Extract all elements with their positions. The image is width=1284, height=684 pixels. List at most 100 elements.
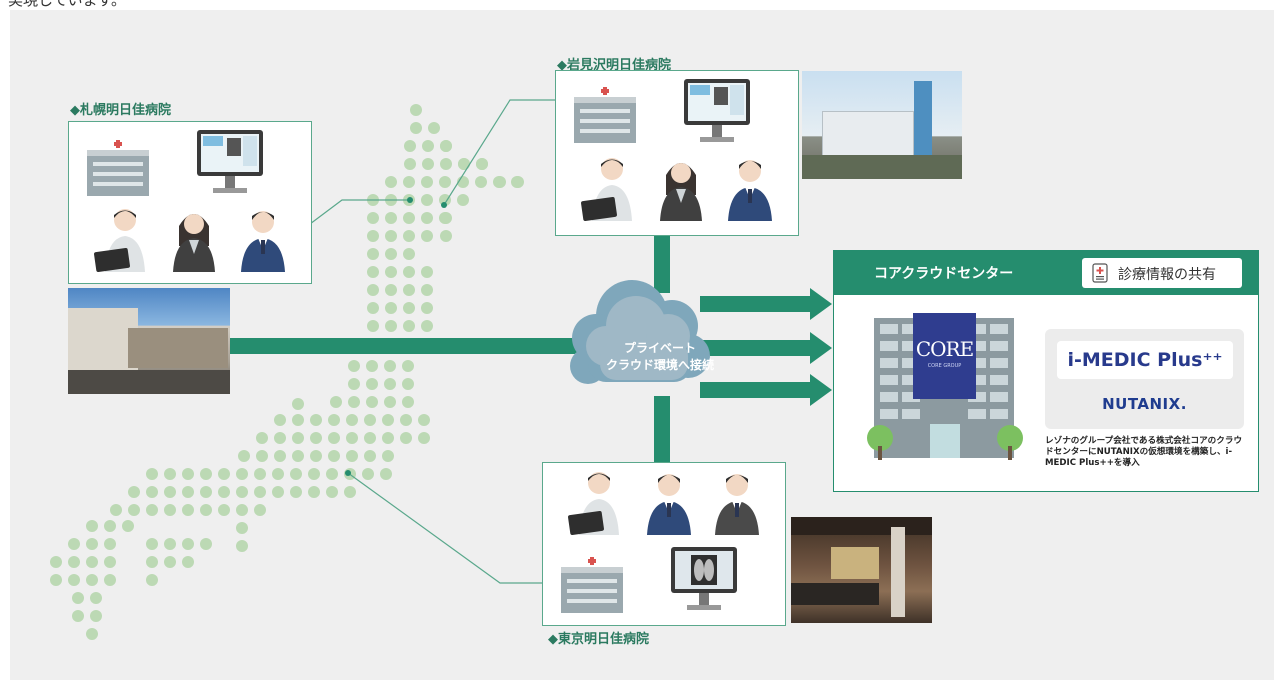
map-dot	[200, 538, 212, 550]
map-dot	[104, 574, 116, 586]
map-dot	[254, 486, 266, 498]
map-dot	[146, 574, 158, 586]
map-dot	[68, 538, 80, 550]
map-dot	[362, 468, 374, 480]
nutanix-logo: NUTANIX.	[1102, 395, 1187, 413]
map-dot	[403, 302, 415, 314]
map-dot	[328, 414, 340, 426]
map-dot	[182, 486, 194, 498]
map-dot	[86, 574, 98, 586]
map-dot	[292, 398, 304, 410]
map-dot	[274, 414, 286, 426]
map-dot	[384, 378, 396, 390]
map-dot	[402, 396, 414, 408]
share-badge: 診療情報の共有	[1082, 258, 1242, 288]
map-dot	[68, 556, 80, 568]
map-dot	[346, 414, 358, 426]
map-dot	[182, 468, 194, 480]
map-dot	[421, 302, 433, 314]
map-dot	[403, 212, 415, 224]
core-description: レゾナのグループ会社である株式会社コアのクラウドセンターにNUTANIXの仮想環…	[1045, 436, 1243, 468]
map-dot	[290, 468, 302, 480]
map-dot	[236, 468, 248, 480]
map-dot	[421, 320, 433, 332]
hospital-building-icon	[87, 138, 149, 196]
map-dot	[164, 468, 176, 480]
cloud-label: プライベート クラウド環境へ接続	[585, 340, 735, 374]
map-dot	[164, 556, 176, 568]
map-dot	[292, 414, 304, 426]
map-dot	[200, 504, 212, 516]
map-dot	[110, 504, 122, 516]
map-dot	[366, 396, 378, 408]
male-staff-icon	[715, 474, 759, 535]
map-dot	[402, 378, 414, 390]
map-dot	[50, 574, 62, 586]
map-dot	[330, 396, 342, 408]
map-dot	[274, 432, 286, 444]
map-dot	[367, 284, 379, 296]
map-dot	[164, 538, 176, 550]
map-dot	[104, 556, 116, 568]
map-dot	[366, 378, 378, 390]
map-dot	[128, 504, 140, 516]
imedic-logo: i-MEDIC Plus⁺⁺	[1057, 341, 1233, 379]
doctor-with-laptop-icon	[568, 472, 619, 536]
arrow-shaft-2	[700, 340, 812, 356]
map-dot	[256, 432, 268, 444]
map-dot	[403, 176, 415, 188]
core-logo-subtext: CORE GROUP	[927, 363, 962, 369]
map-dot	[164, 486, 176, 498]
monitor-icon	[197, 130, 263, 193]
xray-monitor-icon	[671, 547, 737, 610]
arrow-shaft-1	[700, 296, 812, 312]
map-dot	[385, 284, 397, 296]
sapporo-hospital-label: ◆札幌明日佳病院	[70, 103, 171, 118]
map-dot	[428, 122, 440, 134]
map-dot	[146, 556, 158, 568]
map-dot	[182, 556, 194, 568]
map-dot	[457, 194, 469, 206]
map-dot	[403, 266, 415, 278]
map-dot	[346, 432, 358, 444]
map-dot	[122, 520, 134, 532]
map-dot	[400, 432, 412, 444]
map-dot	[292, 432, 304, 444]
map-dot	[146, 504, 158, 516]
map-dot	[364, 432, 376, 444]
medical-record-icon	[1092, 263, 1108, 283]
cloud-label-line1: プライベート	[623, 341, 696, 355]
iwamizawa-hospital-label: ◆岩見沢明日佳病院	[557, 58, 671, 73]
tokyo-hospital-label: ◆東京明日佳病院	[548, 632, 649, 647]
map-dot	[310, 414, 322, 426]
map-dot	[146, 486, 158, 498]
map-dot	[348, 396, 360, 408]
map-dot	[403, 284, 415, 296]
header-fragment: 実現しています。	[8, 0, 127, 9]
iwamizawa-hospital-photo	[802, 71, 962, 179]
sapporo-hospital-photo	[68, 288, 230, 394]
map-dot	[385, 176, 397, 188]
map-dot	[422, 158, 434, 170]
map-dot	[364, 414, 376, 426]
map-dot	[440, 140, 452, 152]
map-dot	[256, 450, 268, 462]
map-dot	[440, 212, 452, 224]
map-dot	[410, 104, 422, 116]
core-logo-text: CORE	[915, 337, 974, 361]
map-dot	[367, 212, 379, 224]
map-dot	[182, 538, 194, 550]
map-dot	[128, 486, 140, 498]
map-dot	[218, 468, 230, 480]
map-dot	[236, 540, 248, 552]
map-dot	[382, 432, 394, 444]
map-dot	[476, 158, 488, 170]
tokyo-hospital-photo	[791, 517, 932, 623]
map-dot	[146, 468, 158, 480]
map-dot	[50, 556, 62, 568]
map-dot	[410, 122, 422, 134]
logo-panel: i-MEDIC Plus⁺⁺ NUTANIX.	[1045, 329, 1244, 429]
map-dot	[218, 486, 230, 498]
map-dot	[384, 360, 396, 372]
